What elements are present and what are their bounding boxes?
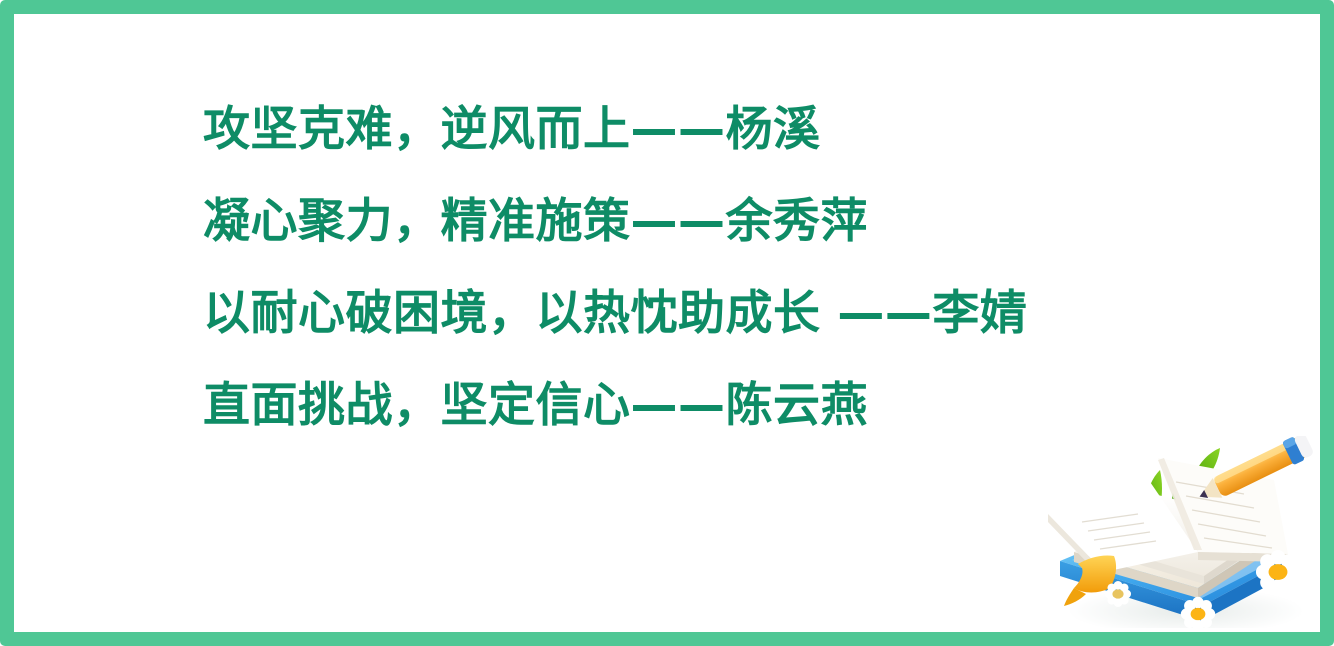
blue-book-cover [1060,526,1284,621]
headline-line-4: 直面挑战，坚定信心——陈云燕 [203,378,868,433]
headline-line-2: 凝心聚力，精准施策——余秀萍 [203,194,868,249]
white-daisy-icon-1 [1255,549,1301,595]
yellow-ribbon-bookmark [1064,555,1117,606]
white-daisy-icon-3 [1104,580,1132,608]
headline-line-3: 以耐心破困境，以热忱助成长 ——李婧 [203,286,1028,341]
yellow-pencil-icon [1199,436,1313,499]
headline-text-block: 攻坚克难，逆风而上——杨溪 凝心聚力，精准施策——余秀萍 以耐心破困境，以热忱助… [203,84,1203,452]
white-page-stack [1084,494,1278,584]
open-book [1048,458,1288,578]
illustration-shadow [1068,587,1304,635]
white-daisy-icon-2 [1180,596,1216,632]
headline-line-1: 攻坚克难，逆风而上——杨溪 [203,102,821,157]
green-leaves-icon [1072,448,1220,534]
cream-page-stack [1074,508,1272,598]
open-book-with-pencil-illustration [1026,436,1326,636]
